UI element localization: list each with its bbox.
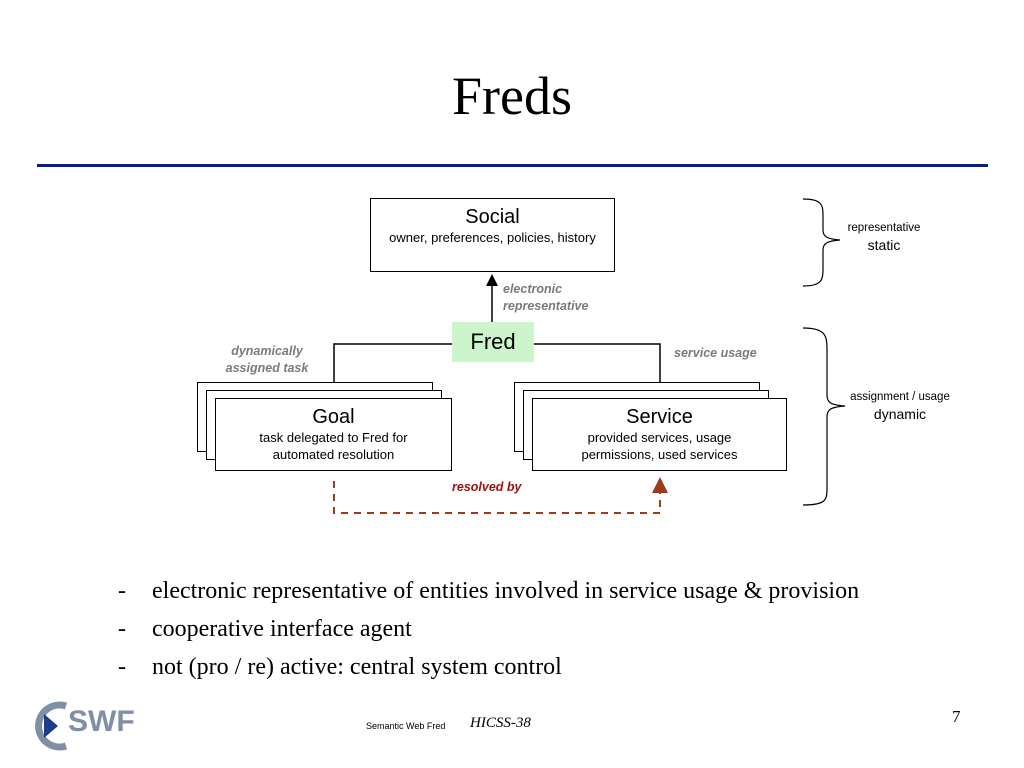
bullet-item: -cooperative interface agent [118, 610, 859, 648]
social-title: Social [465, 206, 520, 228]
logo-text: SWF [68, 705, 135, 738]
edge-fred-goal [328, 343, 452, 399]
label-electronic-line1: electronic [503, 282, 563, 296]
goal-title: Goal [312, 406, 355, 428]
brace-bottom-small: assignment / usage [850, 391, 950, 403]
bullet-dash: - [118, 654, 126, 680]
slide-title: Freds [452, 66, 572, 126]
label-dynamically-line1: dynamically [231, 344, 303, 358]
label-resolved-by: resolved by [452, 480, 522, 494]
label-dynamically-line2: assigned task [225, 361, 309, 375]
footer-small-text: Semantic Web Fred [366, 721, 446, 731]
brace-bottom [802, 327, 846, 506]
label-dynamically-assigned-task: dynamically assigned task [214, 343, 320, 377]
goal-subtitle: task delegated to Fred for automated res… [259, 430, 408, 462]
brace-top [802, 198, 841, 287]
edge-resolved-by [333, 477, 668, 514]
brace-top-small: representative [847, 222, 921, 234]
bullet-text: cooperative interface agent [152, 616, 412, 642]
brace-label-bottom: assignment / usage dynamic [838, 389, 962, 423]
bullet-dash: - [118, 616, 126, 642]
brace-top-big: static [867, 237, 901, 253]
label-service-usage: service usage [674, 346, 757, 360]
bullet-dash: - [118, 578, 126, 604]
edge-fred-service [534, 343, 666, 399]
page-number: 7 [952, 707, 961, 726]
fred-node: Fred [452, 322, 534, 362]
bullet-text: electronic representative of entities in… [152, 578, 860, 604]
service-box: Service provided services, usage permiss… [532, 398, 787, 471]
goal-box: Goal task delegated to Fred for automate… [215, 398, 452, 471]
bullet-item: -not (pro / re) active: central system c… [118, 648, 859, 686]
brace-bottom-big: dynamic [873, 406, 927, 422]
bullet-list: -electronic representative of entities i… [118, 572, 859, 686]
footer-conference: HICSS-38 [470, 715, 531, 731]
social-subtitle: owner, preferences, policies, history [389, 230, 596, 245]
service-title: Service [626, 406, 693, 428]
brace-label-top: representative static [834, 220, 934, 254]
service-subtitle: provided services, usage permissions, us… [581, 430, 738, 462]
bullet-text: not (pro / re) active: central system co… [152, 654, 562, 680]
social-box: Social owner, preferences, policies, his… [370, 198, 615, 272]
label-electronic-line2: representative [503, 299, 589, 313]
bullet-item: -electronic representative of entities i… [118, 572, 859, 610]
swf-logo-icon [35, 701, 68, 751]
label-electronic-representative: electronic representative [503, 281, 588, 315]
title-rule [37, 164, 988, 167]
